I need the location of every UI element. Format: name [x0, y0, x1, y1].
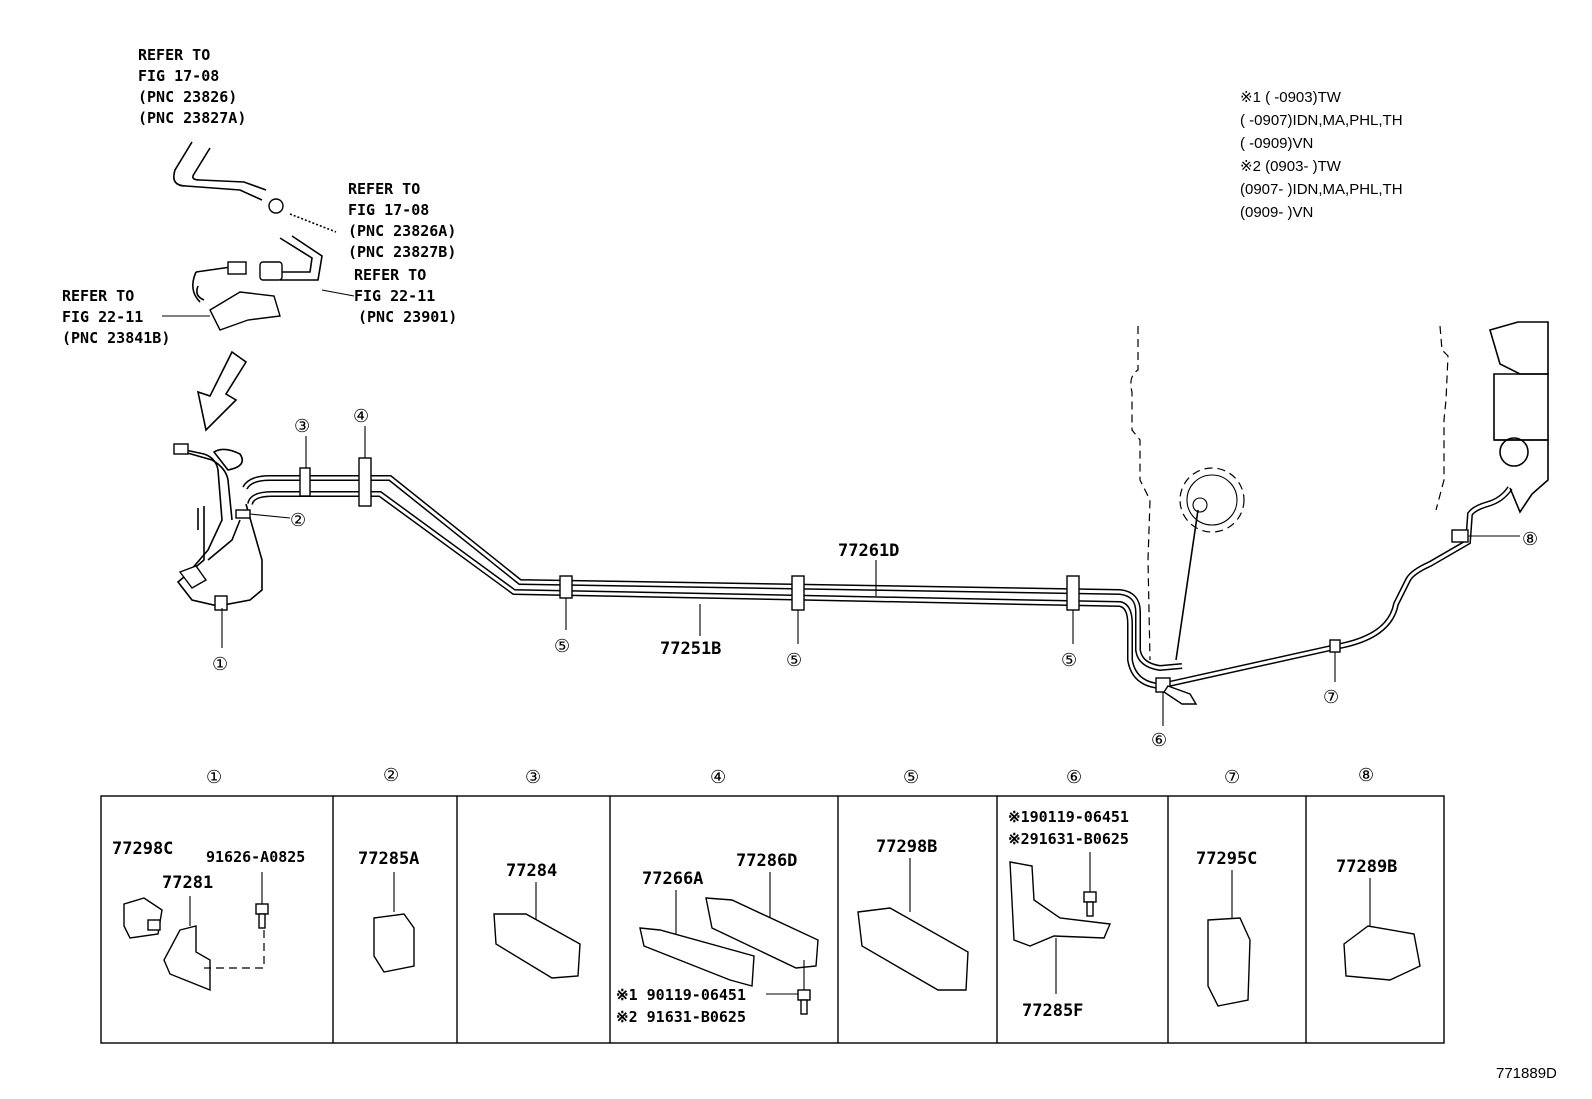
callout-leaders — [221, 426, 1520, 726]
table-header-4: ④ — [710, 767, 726, 787]
svg-text:(PNC 23827A): (PNC 23827A) — [138, 109, 246, 127]
table-cell-6: ※190119-06451 ※291631-B0625 77285F — [1008, 808, 1129, 1021]
upper-hose-detail — [162, 141, 355, 331]
reference-text-1: REFER TO FIG 17-08 (PNC 23826) (PNC 2382… — [138, 46, 246, 127]
svg-text:FIG 22-11: FIG 22-11 — [62, 308, 143, 326]
table-cell-7: 77295C — [1196, 849, 1257, 1007]
table-header-1: ① — [206, 767, 222, 787]
callout-5c: ⑤ — [1061, 650, 1077, 670]
svg-text:(0909- )VN: (0909- )VN — [1240, 204, 1313, 221]
svg-text:( -0909)VN: ( -0909)VN — [1240, 135, 1313, 152]
part-number: ※2 91631-B0625 — [616, 1008, 746, 1026]
tube-clamps — [214, 457, 1469, 705]
svg-text:(0907- )IDN,MA,PHL,TH: (0907- )IDN,MA,PHL,TH — [1240, 181, 1403, 198]
callout-5a: ⑤ — [554, 636, 570, 656]
tube-label-lower: 77251B — [660, 639, 721, 659]
applicability-notes: ※1 ( -0903)TW ( -0907)IDN,MA,PHL,TH ( -0… — [1240, 89, 1403, 221]
callout-5b: ⑤ — [786, 650, 802, 670]
reference-text-4: REFER TO FIG 22-11 (PNC 23841B) — [62, 287, 170, 347]
chassis-outline — [1130, 321, 1549, 661]
callout-7: ⑦ — [1323, 687, 1339, 707]
table-cell-2: 77285A — [358, 849, 419, 973]
tube-label-upper: 77261D — [838, 541, 899, 561]
callout-3: ③ — [294, 416, 310, 436]
table-header-2: ② — [383, 765, 399, 785]
part-number: ※190119-06451 — [1008, 808, 1129, 826]
callout-6: ⑥ — [1151, 730, 1167, 750]
table-cell-1: 77298C 77281 91626-A0825 — [112, 839, 305, 992]
part-number: 77285A — [358, 849, 419, 869]
svg-text:REFER TO: REFER TO — [348, 180, 420, 198]
figure-id: 771889D — [1496, 1065, 1557, 1082]
part-number: 77266A — [642, 869, 703, 889]
svg-text:REFER TO: REFER TO — [62, 287, 134, 305]
table-header-5: ⑤ — [903, 767, 919, 787]
part-number: 91626-A0825 — [206, 848, 305, 866]
svg-text:(PNC 23901): (PNC 23901) — [358, 308, 457, 326]
part-number: 77289B — [1336, 857, 1397, 877]
table-header-8: ⑧ — [1358, 765, 1374, 785]
parts-table: ① ② ③ ④ ⑤ ⑥ ⑦ ⑧ 77298C 77281 91626-A0825… — [100, 765, 1445, 1044]
svg-text:REFER TO: REFER TO — [138, 46, 210, 64]
part-number: 77298B — [876, 837, 937, 857]
svg-text:(PNC 23826A): (PNC 23826A) — [348, 222, 456, 240]
svg-text:(PNC 23841B): (PNC 23841B) — [62, 329, 170, 347]
table-header-7: ⑦ — [1224, 767, 1240, 787]
svg-text:( -0907)IDN,MA,PHL,TH: ( -0907)IDN,MA,PHL,TH — [1240, 112, 1403, 129]
part-number: 77285F — [1022, 1001, 1083, 1021]
table-cell-4: 77266A 77286D ※1 90119-06451 ※2 91631-B0… — [616, 851, 819, 1026]
callout-2: ② — [290, 510, 306, 530]
svg-text:FIG 22-11: FIG 22-11 — [354, 287, 435, 305]
svg-text:※2 (0903- )TW: ※2 (0903- )TW — [1240, 158, 1342, 175]
table-header-3: ③ — [525, 767, 541, 787]
reference-text-2: REFER TO FIG 17-08 (PNC 23826A) (PNC 238… — [348, 180, 456, 261]
part-number: ※1 90119-06451 — [616, 986, 746, 1004]
callout-4: ④ — [353, 406, 369, 426]
table-cell-3: 77284 — [493, 861, 581, 979]
svg-text:FIG 17-08: FIG 17-08 — [138, 67, 219, 85]
svg-text:(PNC 23827B): (PNC 23827B) — [348, 243, 456, 261]
part-number: 77298C — [112, 839, 173, 859]
part-number: 77284 — [506, 861, 557, 881]
table-cell-5: 77298B — [857, 837, 969, 991]
svg-text:REFER TO: REFER TO — [354, 266, 426, 284]
reference-text-3: REFER TO FIG 22-11 (PNC 23901) — [354, 266, 457, 326]
svg-text:※1 ( -0903)TW: ※1 ( -0903)TW — [1240, 89, 1342, 106]
direction-arrow — [196, 350, 248, 432]
callout-8: ⑧ — [1522, 529, 1538, 549]
part-number: 77281 — [162, 873, 213, 893]
table-cell-8: 77289B — [1336, 857, 1421, 981]
part-number: 77286D — [736, 851, 797, 871]
part-number: 77295C — [1196, 849, 1257, 869]
svg-text:(PNC 23826): (PNC 23826) — [138, 88, 237, 106]
table-header-6: ⑥ — [1066, 767, 1082, 787]
part-number: ※291631-B0625 — [1008, 830, 1129, 848]
callout-1: ① — [212, 654, 228, 674]
svg-text:FIG 17-08: FIG 17-08 — [348, 201, 429, 219]
brake-tube-assembly — [173, 443, 1513, 690]
